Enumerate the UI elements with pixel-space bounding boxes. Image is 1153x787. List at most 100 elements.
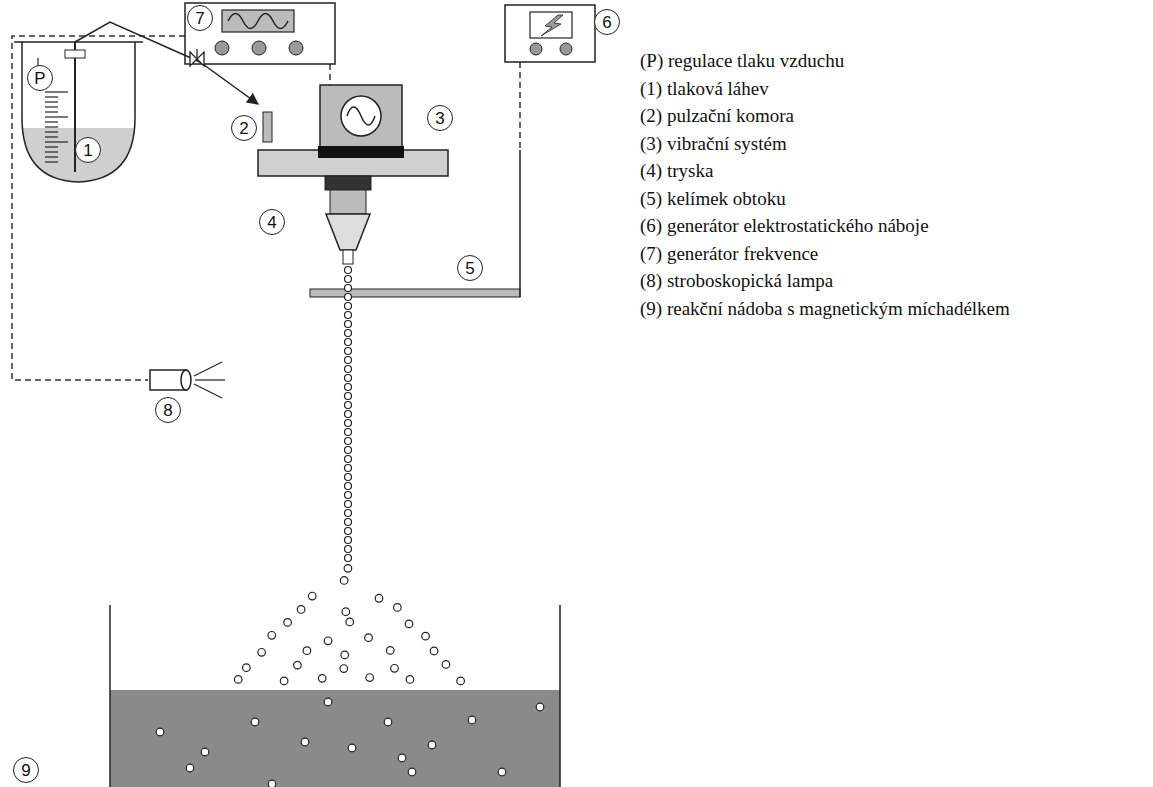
droplet [308, 592, 316, 600]
droplet [345, 393, 352, 400]
droplet [341, 651, 349, 659]
droplet [301, 738, 309, 746]
callout-circle: 5 [457, 255, 483, 281]
part-name: (5) kelímek obtoku [640, 188, 786, 211]
part-name: (8) stroboskopická lampa [640, 270, 833, 293]
frequency-generator [185, 3, 335, 64]
callout-number: 7 [195, 10, 204, 27]
droplet [345, 510, 352, 517]
droplet [386, 647, 394, 655]
droplet [442, 661, 450, 669]
droplet [324, 637, 332, 645]
droplet [268, 780, 276, 787]
callout-circle: 8 [155, 397, 181, 423]
droplet [498, 768, 506, 776]
droplet [405, 620, 413, 628]
droplet [366, 674, 374, 682]
callout-circle: 9 [13, 757, 39, 783]
droplet [284, 619, 292, 627]
droplets [156, 267, 544, 787]
droplet [234, 676, 242, 684]
callout-circle: 6 [594, 9, 620, 35]
droplet [408, 768, 416, 776]
droplet [394, 604, 402, 612]
droplet [345, 429, 352, 436]
callout-number: 1 [83, 142, 92, 159]
callout-number: 9 [21, 762, 30, 779]
callout-circle: 7 [187, 5, 213, 31]
droplet [345, 537, 352, 544]
callout-number: 5 [465, 260, 474, 277]
droplet [186, 764, 194, 772]
droplet [345, 483, 352, 490]
part-name: (9) reakční nádoba s magnetickým míchadé… [640, 298, 1010, 321]
pulsation-chamber [263, 112, 272, 142]
pressure-bottle [0, 22, 258, 188]
droplet [345, 402, 352, 409]
droplet [345, 420, 352, 427]
droplet [348, 744, 356, 752]
droplet [280, 677, 288, 685]
droplet [422, 632, 430, 640]
droplet [345, 501, 352, 508]
droplet [251, 718, 259, 726]
droplet [297, 606, 305, 614]
part-name: (2) pulzační komora [640, 105, 794, 128]
droplet [457, 677, 465, 685]
droplet [345, 375, 352, 382]
nozzle [325, 176, 371, 264]
droplet [346, 618, 354, 626]
droplet [345, 492, 352, 499]
part-name: (4) tryska [640, 160, 713, 183]
droplet [345, 546, 352, 553]
droplet [468, 716, 476, 724]
vibration-system [258, 85, 448, 176]
callout-number: 3 [435, 110, 444, 127]
droplet [406, 676, 414, 684]
droplet [258, 649, 266, 657]
callout-number: 2 [239, 120, 248, 137]
callout-circle: 3 [427, 105, 453, 131]
droplet [340, 665, 348, 673]
part-name: (6) generátor elektrostatického náboje [640, 215, 929, 238]
droplet [345, 348, 352, 355]
droplet [345, 294, 352, 301]
droplet [345, 276, 352, 283]
callout-number: 4 [267, 214, 276, 231]
droplet [201, 748, 209, 756]
droplet [342, 608, 350, 616]
droplet [345, 366, 352, 373]
droplet [345, 519, 352, 526]
droplet [324, 698, 332, 706]
droplet [156, 728, 164, 736]
droplet [345, 312, 352, 319]
droplet [345, 555, 352, 562]
droplet [398, 754, 406, 762]
part-name: (7) generátor frekvence [640, 243, 818, 266]
droplet [365, 634, 373, 642]
droplet [294, 661, 302, 669]
droplet [391, 665, 399, 673]
droplet [536, 703, 544, 711]
droplet [430, 647, 438, 655]
droplet [345, 411, 352, 418]
droplet [345, 285, 352, 292]
part-name: (1) tlaková láhev [640, 78, 769, 101]
droplet [345, 267, 352, 274]
callout-circle: 4 [259, 209, 285, 235]
droplet [303, 647, 311, 655]
droplet [345, 456, 352, 463]
droplet [318, 675, 326, 683]
droplet [344, 565, 352, 573]
droplet [345, 330, 352, 337]
callout-number: 8 [163, 402, 172, 419]
droplet [345, 528, 352, 535]
droplet [345, 303, 352, 310]
droplet [345, 384, 352, 391]
bypass-cup [310, 150, 520, 297]
part-name: (3) vibrační systém [640, 133, 787, 156]
callout-number: P [34, 70, 45, 87]
callout-circle: P [27, 65, 53, 91]
